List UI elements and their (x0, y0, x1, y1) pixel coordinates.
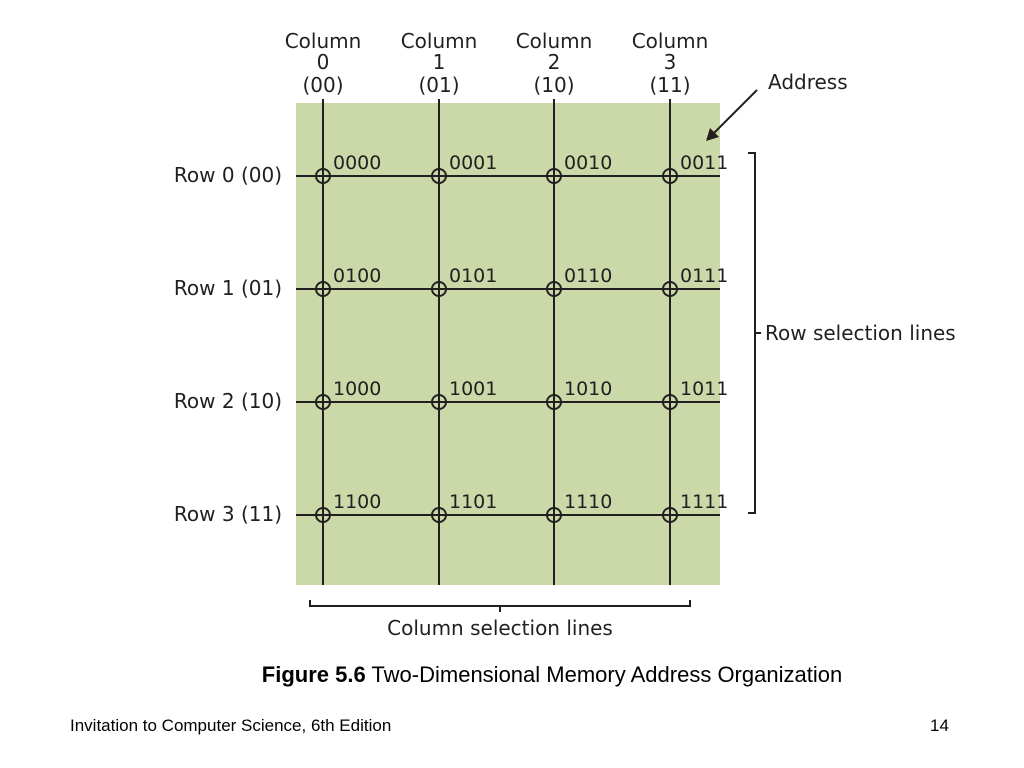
cell-address-0-2: 0010 (564, 152, 612, 174)
row-label-3: Row 3 (11) (174, 502, 282, 526)
cell-address-2-2: 1010 (564, 378, 612, 400)
memory-cell-node (662, 281, 678, 297)
row-selection-label: Row selection lines (765, 321, 956, 345)
memory-cell-node (546, 281, 562, 297)
cell-address-0-1: 0001 (449, 152, 497, 174)
column-header-3-line-2: (11) (649, 73, 690, 97)
node-circle (546, 394, 562, 410)
memory-cell-node (315, 507, 331, 523)
footer-book-title: Invitation to Computer Science, 6th Edit… (70, 716, 392, 735)
node-circle (662, 394, 678, 410)
cell-address-0-0: 0000 (333, 152, 381, 174)
column-selection-bracket (309, 600, 691, 612)
cell-address-1-3: 0111 (680, 265, 728, 287)
cell-address-1-0: 0100 (333, 265, 381, 287)
row-selection-bracket (748, 152, 761, 514)
row-label-0: Row 0 (00) (174, 163, 282, 187)
column-header-1-line-2: (01) (418, 73, 459, 97)
node-circle (662, 168, 678, 184)
column-header-0-line-0: Column (285, 29, 362, 53)
memory-cell-node (315, 281, 331, 297)
cell-address-2-0: 1000 (333, 378, 381, 400)
cell-address-3-0: 1100 (333, 491, 381, 513)
memory-cell-node (431, 168, 447, 184)
address-arrow (711, 89, 758, 136)
node-circle (315, 281, 331, 297)
cell-address-3-3: 1111 (680, 491, 728, 513)
node-circle (315, 168, 331, 184)
cell-address-3-2: 1110 (564, 491, 612, 513)
column-header-0-line-1: 0 (317, 50, 330, 74)
column-header-1-line-1: 1 (433, 50, 446, 74)
memory-cell-node (315, 394, 331, 410)
memory-cell-node (662, 394, 678, 410)
memory-cell-node (546, 168, 562, 184)
column-header-0-line-2: (00) (302, 73, 343, 97)
column-header-3-line-1: 3 (664, 50, 677, 74)
memory-cell-node (546, 394, 562, 410)
node-circle (546, 281, 562, 297)
column-header-1-line-0: Column (401, 29, 478, 53)
memory-cell-node (315, 168, 331, 184)
column-selection-label: Column selection lines (387, 616, 613, 640)
memory-cell-node (431, 507, 447, 523)
node-circle (431, 168, 447, 184)
cell-address-1-2: 0110 (564, 265, 612, 287)
node-circle (315, 394, 331, 410)
footer-page-number: 14 (930, 716, 949, 735)
node-circle (431, 394, 447, 410)
row-label-2: Row 2 (10) (174, 389, 282, 413)
node-circle (431, 507, 447, 523)
node-circle (546, 507, 562, 523)
address-arrowhead (706, 128, 719, 141)
figure-number: Figure 5.6 (261, 662, 366, 687)
node-circle (431, 281, 447, 297)
memory-cell-node (546, 507, 562, 523)
address-label: Address (768, 70, 848, 94)
cell-address-2-3: 1011 (680, 378, 728, 400)
figure-title: Two-Dimensional Memory Address Organizat… (365, 662, 843, 687)
node-circle (662, 281, 678, 297)
column-header-2-line-0: Column (516, 29, 593, 53)
column-header-2-line-1: 2 (548, 50, 561, 74)
row-label-1: Row 1 (01) (174, 276, 282, 300)
memory-grid-background (296, 103, 720, 585)
column-header-3-line-0: Column (632, 29, 709, 53)
cell-address-3-1: 1101 (449, 491, 497, 513)
cell-address-2-1: 1001 (449, 378, 497, 400)
memory-cell-node (662, 168, 678, 184)
figure-caption: Figure 5.6 Two-Dimensional Memory Addres… (0, 662, 1024, 688)
node-circle (315, 507, 331, 523)
cell-address-1-1: 0101 (449, 265, 497, 287)
memory-cell-node (431, 394, 447, 410)
column-header-2-line-2: (10) (533, 73, 574, 97)
node-circle (546, 168, 562, 184)
memory-cell-node (431, 281, 447, 297)
cell-address-0-3: 0011 (680, 152, 728, 174)
node-circle (662, 507, 678, 523)
memory-cell-node (662, 507, 678, 523)
